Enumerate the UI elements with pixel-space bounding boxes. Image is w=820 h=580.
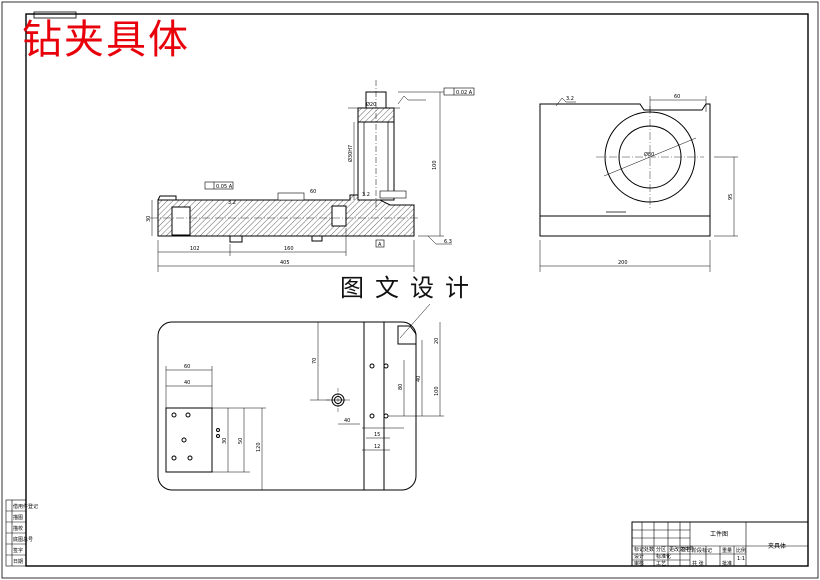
tb-change-doc: 更改文件号 [669, 546, 694, 553]
top-dim-10: 15 [374, 432, 380, 438]
dim-bore-dia: Ø30H7 [347, 145, 354, 162]
side-view-labels: 200 95 Ø80 60 3.2 [566, 94, 734, 266]
side-dim-circle: Ø80 [644, 151, 654, 158]
top-view-labels: 60 40 30 50 120 70 80 40 20 15 12 40 100 [184, 338, 440, 452]
drawing-subtitle: 图文设计 [340, 274, 480, 302]
side-strip-row-0: 借用件登记 [13, 503, 38, 510]
roughness-c: 6.3 [444, 239, 452, 245]
tb-scale-value: 1:1 [737, 556, 745, 562]
top-dim-13: 100 [434, 386, 440, 396]
title-block [631, 521, 809, 567]
top-dim-2: 40 [184, 380, 190, 386]
side-strip [5, 499, 27, 567]
top-dim-6: 70 [312, 358, 318, 364]
top-dim-9: 20 [434, 338, 440, 344]
dim-bottom-len: 60 [310, 189, 316, 195]
datum-a: A [378, 242, 382, 248]
tb-mark: 标记 [634, 546, 644, 553]
top-dim-11: 12 [374, 444, 380, 450]
top-dim-12: 40 [344, 418, 350, 424]
top-dim-7: 80 [398, 384, 404, 390]
side-strip-row-5: 日期 [13, 559, 23, 565]
side-dim-top: 60 [674, 94, 680, 100]
tol-b: 0.02 A [456, 90, 473, 96]
roughness-a: 3.2 [228, 200, 236, 206]
top-view [157, 321, 417, 491]
title-block-labels: 工件图 夹具体 标记 处数 分区 更改文件号 签名 设计 标准化 阶段标记 重量… [634, 530, 786, 567]
tb-approve: 批准 [722, 560, 732, 567]
dim-seg-b: 160 [284, 246, 294, 252]
top-dim-1: 60 [184, 364, 190, 370]
tb-audit: 审核 [634, 560, 644, 567]
tb-standard: 标准化 [656, 553, 671, 560]
side-dim-height: 95 [728, 194, 734, 200]
gdt-frames [204, 87, 475, 248]
front-view [150, 80, 420, 243]
tol-a: 0.05 A [216, 184, 233, 190]
top-dim-8: 40 [416, 376, 422, 382]
dim-height-left: 30 [146, 216, 152, 222]
top-dim-5: 120 [256, 442, 262, 452]
dim-total-length: 405 [280, 260, 290, 266]
roughness-b: 3.2 [362, 192, 370, 198]
side-dim-width: 200 [618, 260, 628, 266]
tb-weight: 重量 [722, 547, 732, 554]
dim-height-main: 100 [432, 160, 438, 170]
side-strip-row-4: 签字 [13, 547, 23, 554]
tb-sign: 签名 [681, 546, 691, 553]
side-strip-row-3: 底图总号 [13, 536, 33, 543]
dim-hole-dia: Ø20 [366, 101, 376, 108]
top-dim-3: 30 [222, 438, 228, 444]
top-view-dimensions [165, 303, 444, 490]
top-marker [33, 11, 77, 19]
side-roughness: 3.2 [566, 96, 574, 102]
side-strip-row-2: 描校 [13, 525, 23, 532]
side-strip-row-1: 描图 [13, 514, 23, 521]
tb-count: 处数 [644, 546, 654, 553]
dim-seg-a: 102 [190, 246, 200, 252]
tb-sheet: 共 张 [692, 560, 704, 567]
side-view [539, 103, 711, 237]
tb-stage: 阶段标记 [692, 547, 712, 554]
title-part-name: 工件图 [710, 530, 728, 538]
tb-scale-label: 比例 [736, 547, 746, 554]
side-view-dimensions [539, 96, 738, 272]
title-drawing-name: 夹具体 [768, 542, 786, 550]
front-view-dimensions [151, 91, 452, 272]
top-dim-4: 50 [238, 438, 244, 444]
tb-division: 分区 [656, 546, 666, 553]
drawing-title: 钻夹具体 [22, 17, 190, 63]
tb-design: 设计 [634, 553, 644, 560]
front-view-labels: 405 102 160 100 30 Ø30H7 Ø20 0.05 A 0.02… [146, 90, 473, 266]
side-strip-labels: 借用件登记 描图 描校 底图总号 签字 日期 [13, 503, 38, 565]
inner-border [25, 13, 809, 567]
tb-process: 工艺 [656, 561, 666, 567]
